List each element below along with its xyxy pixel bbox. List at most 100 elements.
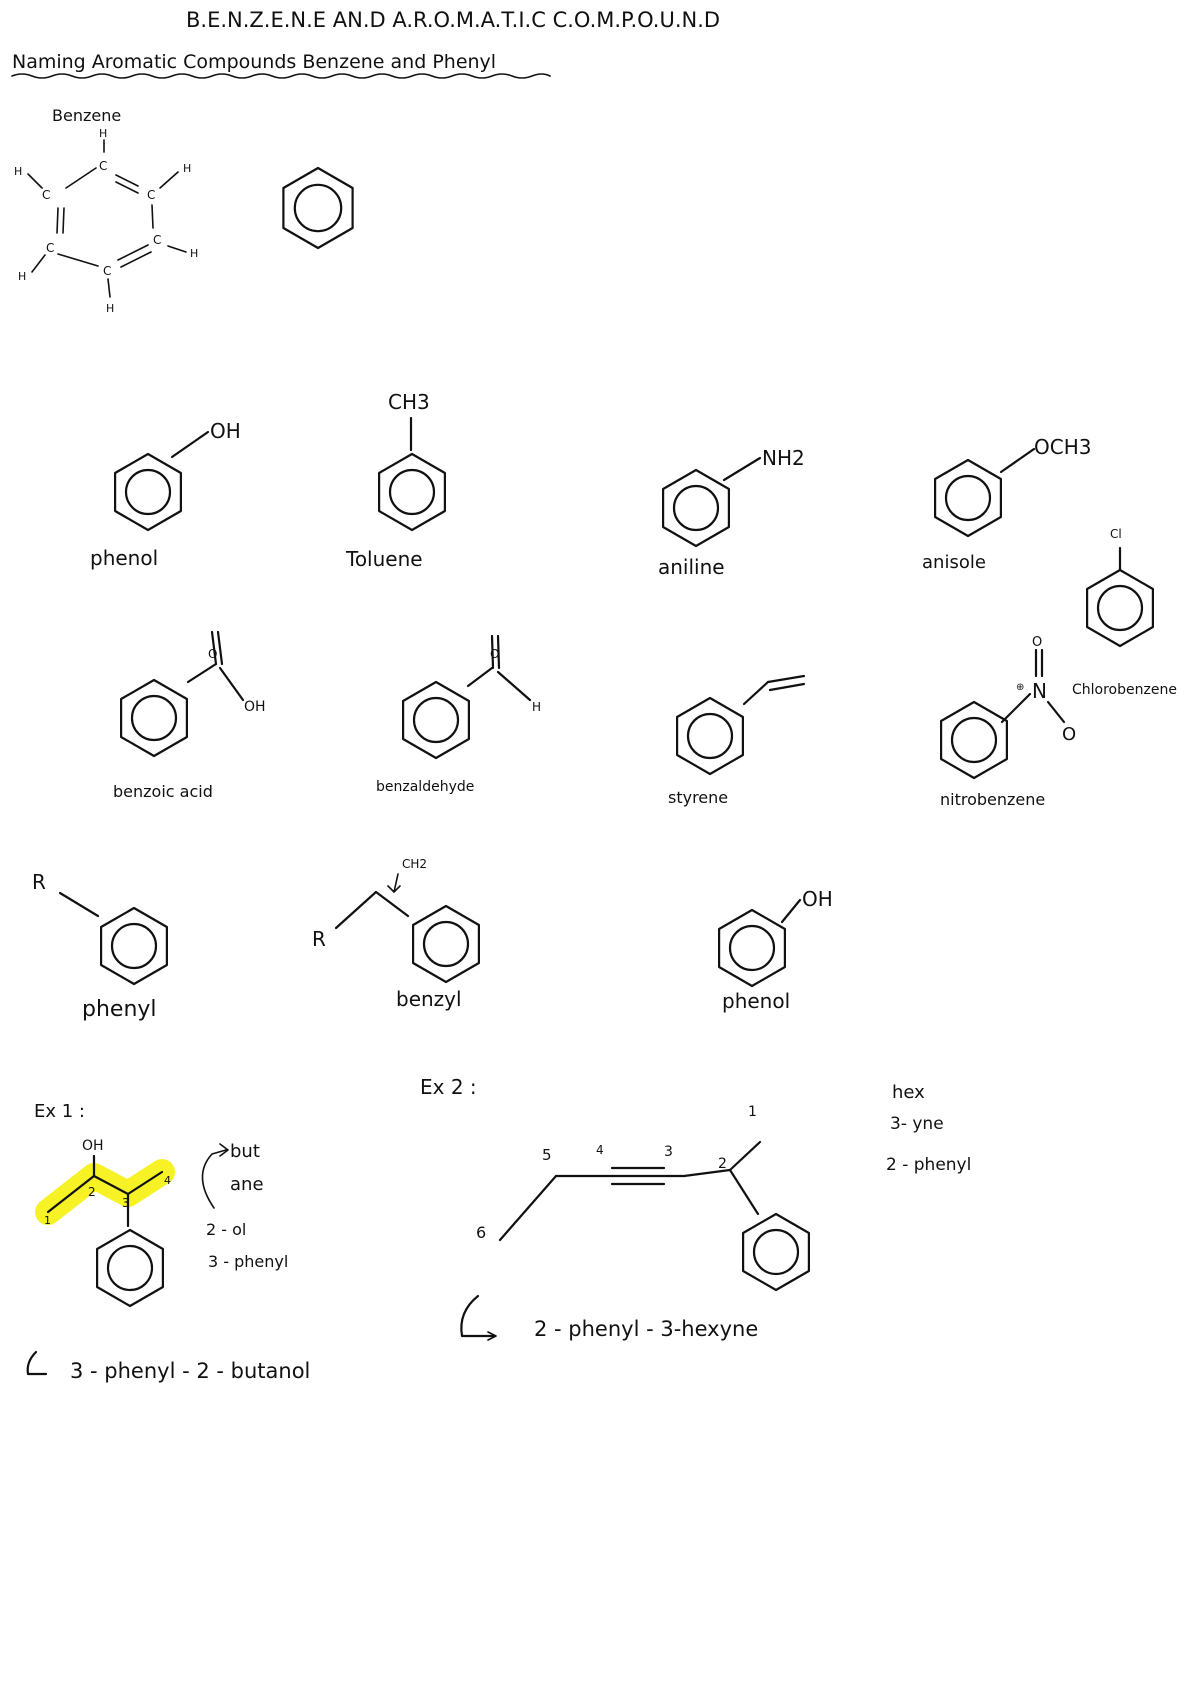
hexagon xyxy=(661,468,731,548)
aromatic-circle xyxy=(1096,584,1144,632)
toluene-ring xyxy=(378,452,446,532)
hexagon xyxy=(119,678,188,758)
benzoic-acid-name: benzoic acid xyxy=(113,782,213,801)
answer-arrow-icon xyxy=(460,1294,496,1338)
hexagon xyxy=(939,700,1009,780)
benzyl-ring xyxy=(412,904,480,984)
benzene-label: Benzene xyxy=(52,106,121,125)
chlorobenzene-name: Chlorobenzene xyxy=(1072,682,1177,698)
nitrobenzene-o-minus-label: O xyxy=(1062,724,1076,745)
atom-h: H xyxy=(99,127,107,140)
atom-c: C xyxy=(153,233,161,247)
styrene-name: styrene xyxy=(668,788,728,807)
toluene-name: Toluene xyxy=(345,547,423,571)
atom-c: C xyxy=(103,264,111,278)
chlorobenzene-cl-label: Cl xyxy=(1110,527,1122,541)
chlorobenzene-ring xyxy=(1085,568,1155,648)
phenol2-ring xyxy=(717,908,787,988)
atom-c: C xyxy=(147,188,155,202)
aromatic-circle xyxy=(106,1244,154,1292)
nitrobenzene-structure: N ⊕ O O nitrobenzene xyxy=(940,635,1076,809)
phenol-name: phenol xyxy=(90,546,158,570)
example2-label: Ex 2 : xyxy=(420,1075,477,1099)
chlorobenzene-structure: Cl Chlorobenzene xyxy=(1072,527,1177,698)
example1-number: 3 xyxy=(122,1196,130,1210)
benzyl-ch2-label: CH2 xyxy=(402,857,427,871)
nitrobenzene-o-label: O xyxy=(1032,635,1042,650)
benzaldehyde-structure: O H benzaldehyde xyxy=(376,634,541,795)
atom-c: C xyxy=(99,159,107,173)
example2-number: 1 xyxy=(748,1104,757,1120)
styrene-structure: styrene xyxy=(668,674,806,807)
anisole-och3-label: OCH3 xyxy=(1034,435,1091,459)
phenyl-r-label: R xyxy=(32,870,46,894)
hexagon xyxy=(113,452,182,532)
atom-c: C xyxy=(46,241,54,255)
nitrobenzene-name: nitrobenzene xyxy=(940,790,1045,809)
phenol-group: OH phenol xyxy=(722,887,833,1013)
hexagon xyxy=(95,1228,164,1308)
aniline-nh2-label: NH2 xyxy=(762,446,805,470)
example2-note: hex xyxy=(892,1082,925,1103)
hexagon xyxy=(402,680,470,760)
hexagon xyxy=(717,908,787,988)
anisole-ring xyxy=(933,458,1003,538)
benzoic-acid-structure: O OH benzoic acid xyxy=(113,630,266,801)
example1-note: 2 - ol xyxy=(206,1220,246,1239)
phenyl-group: R phenyl xyxy=(32,870,157,1022)
example1-highlight xyxy=(35,1159,175,1225)
example1-answer: 3 - phenyl - 2 - butanol xyxy=(70,1359,310,1383)
example-1: Ex 1 : OH 1 2 3 4 but ane 2 - ol 3 - phe… xyxy=(26,1101,310,1383)
answer-arrow-icon xyxy=(26,1350,48,1376)
aromatic-circle xyxy=(752,1228,800,1276)
atom-h: H xyxy=(190,247,198,260)
styrene-ring xyxy=(675,696,745,776)
example2-ring xyxy=(741,1212,811,1292)
hexagon xyxy=(412,904,480,984)
benzoic-acid-o-label: O xyxy=(208,647,217,661)
phenol-ring xyxy=(113,452,182,532)
phenol2-oh-label: OH xyxy=(802,887,833,911)
toluene-ch3-label: CH3 xyxy=(388,390,430,414)
hexagon xyxy=(378,452,446,532)
example1-ring xyxy=(95,1228,164,1308)
example1-note: ane xyxy=(230,1174,264,1195)
benzaldehyde-h-label: H xyxy=(532,700,541,714)
example1-number: 4 xyxy=(164,1174,171,1187)
aromatic-circle xyxy=(388,468,436,516)
atom-h: H xyxy=(106,302,114,315)
atom-c: C xyxy=(42,188,50,202)
benzene-rings xyxy=(95,166,1155,1308)
anisole-name: anisole xyxy=(922,552,986,573)
aromatic-circle xyxy=(124,468,172,516)
aromatic-circle xyxy=(412,696,460,744)
benzyl-group: R CH2 benzyl xyxy=(312,857,462,1011)
aniline-name: aniline xyxy=(658,555,725,579)
example2-note: 3- yne xyxy=(890,1114,944,1134)
benzoic-acid-oh-label: OH xyxy=(244,699,266,715)
example2-number: 3 xyxy=(664,1144,673,1160)
benzoic-acid-ring xyxy=(119,678,188,758)
example1-note: but xyxy=(230,1141,260,1162)
hexagon xyxy=(1085,568,1155,648)
aromatic-circle xyxy=(110,922,158,970)
benzaldehyde-name: benzaldehyde xyxy=(376,779,474,795)
aniline-structure: NH2 aniline xyxy=(658,446,805,579)
aromatic-circle xyxy=(422,920,470,968)
hexagon xyxy=(99,906,168,986)
hexagon xyxy=(933,458,1003,538)
benzaldehyde-ring xyxy=(402,680,470,760)
hexagon xyxy=(741,1212,811,1292)
example2-number: 2 xyxy=(718,1156,727,1172)
atom-h: H xyxy=(14,165,22,178)
example2-number: 4 xyxy=(596,1143,604,1157)
example1-label: Ex 1 : xyxy=(34,1101,85,1122)
aromatic-circle xyxy=(728,924,776,972)
example2-number: 5 xyxy=(542,1146,552,1164)
example1-number: 2 xyxy=(88,1185,96,1199)
nitrobenzene-n-label: N xyxy=(1032,679,1047,703)
example2-answer: 2 - phenyl - 3-hexyne xyxy=(534,1317,758,1341)
phenol2-name: phenol xyxy=(722,989,790,1013)
